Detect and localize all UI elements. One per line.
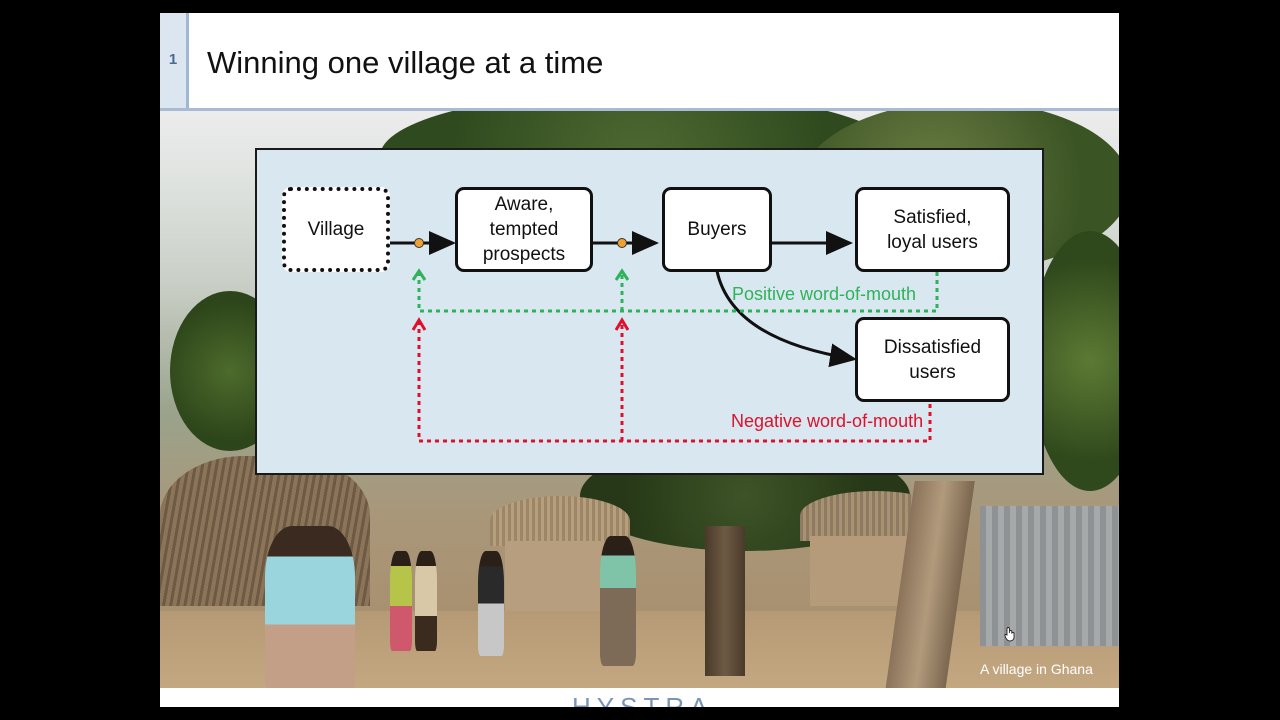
node-prospects: Aware, tempted prospects <box>455 187 593 272</box>
negative-feedback-line <box>417 322 932 443</box>
diagram-connectors <box>390 231 939 443</box>
person <box>390 551 412 651</box>
positive-feedback-line <box>417 272 939 313</box>
tree-canopy <box>1030 231 1119 491</box>
positive-wom-label: Positive word-of-mouth <box>732 284 917 304</box>
tree-trunk <box>705 526 745 676</box>
negative-arrowhead <box>411 317 427 331</box>
arrow-buyers-dissatisfied <box>715 270 857 368</box>
person <box>600 536 636 666</box>
slide-title: Winning one village at a time <box>207 45 604 80</box>
diagram-panel: Village Aware, tempted prospects Buyers … <box>255 148 1044 475</box>
person <box>415 551 437 651</box>
node-buyers: Buyers <box>662 187 772 272</box>
person <box>478 551 504 656</box>
slide-header: 1 Winning one village at a time <box>160 13 1119 111</box>
slide: 1 Winning one village at a time A villag… <box>160 13 1119 707</box>
node-satisfied: Satisfied, loyal users <box>855 187 1010 272</box>
header-divider <box>160 108 1119 111</box>
negative-arrowhead <box>614 317 630 331</box>
person <box>265 526 355 688</box>
node-village: Village <box>282 187 390 272</box>
hand-cursor-icon <box>1004 627 1015 642</box>
node-dissatisfied: Dissatisfied users <box>855 317 1010 402</box>
negative-wom-label: Negative word-of-mouth <box>731 411 924 431</box>
slide-number-bar <box>160 13 189 110</box>
footer: HYSTRA <box>160 688 1119 707</box>
positive-arrowhead <box>411 268 427 281</box>
photo-caption: A village in Ghana <box>980 661 1093 677</box>
tin-shed <box>980 506 1119 646</box>
node-dot <box>414 238 424 248</box>
positive-arrowhead <box>614 268 630 281</box>
node-dot <box>617 238 627 248</box>
slide-number: 1 <box>168 51 178 68</box>
company-logo: HYSTRA <box>572 692 714 707</box>
